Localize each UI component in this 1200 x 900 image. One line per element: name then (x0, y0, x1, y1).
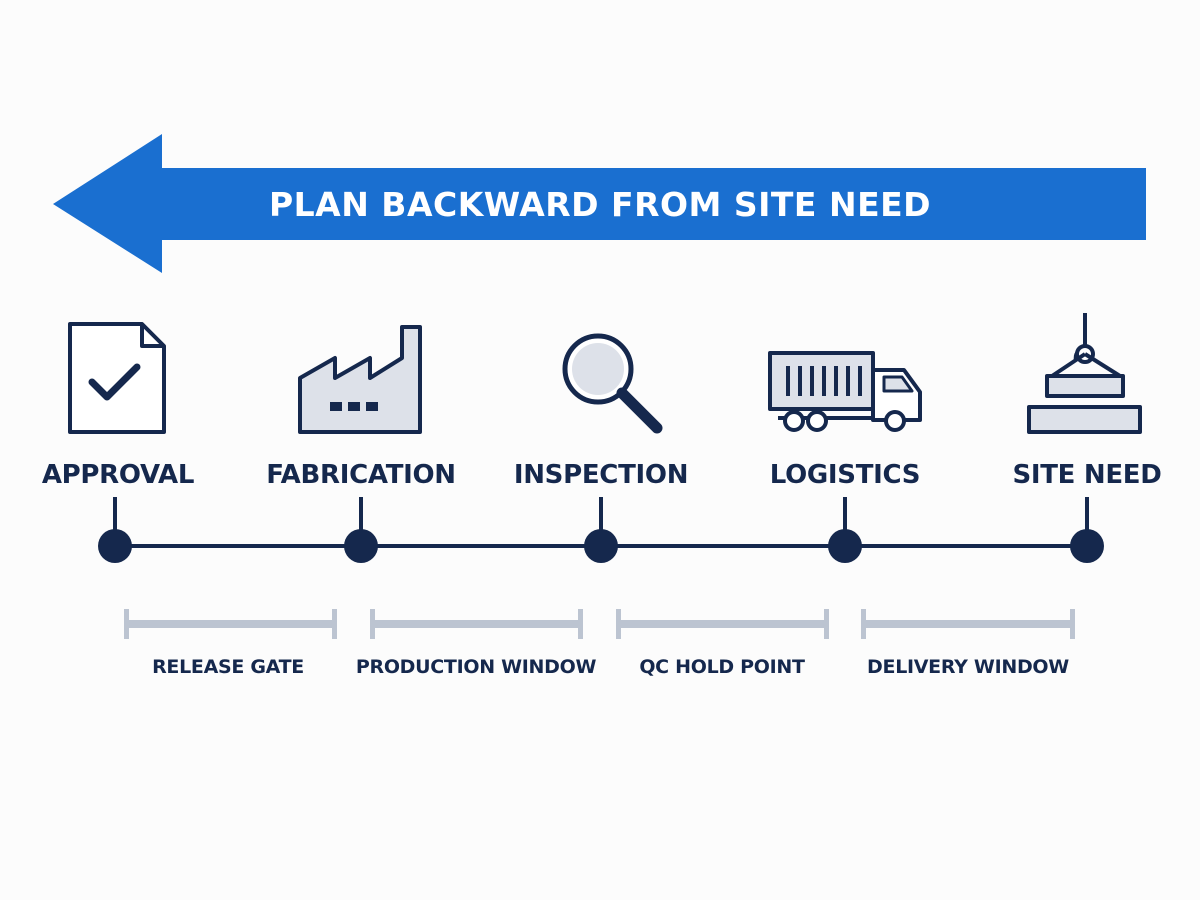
timeline-node (98, 529, 132, 563)
stage-label-logistics: LOGISTICS (770, 460, 920, 490)
crane-load-icon (1027, 313, 1142, 434)
banner-arrow: PLAN BACKWARD FROM SITE NEED (53, 134, 1146, 273)
banner-text: PLAN BACKWARD FROM SITE NEED (269, 185, 931, 224)
stage-label-approval: APPROVAL (42, 460, 194, 490)
window-label-delivery-window: DELIVERY WINDOW (867, 656, 1069, 678)
window-bar-release-gate (124, 609, 337, 639)
banner-arrow-shape (53, 134, 1146, 273)
timeline-node (1070, 529, 1104, 563)
window-label-production-window: PRODUCTION WINDOW (356, 656, 597, 678)
timeline-node (584, 529, 618, 563)
timeline-node (828, 529, 862, 563)
stage-labels: APPROVAL FABRICATION INSPECTION LOGISTIC… (42, 460, 1162, 490)
window-label-release-gate: RELEASE GATE (152, 656, 304, 678)
timeline-node (344, 529, 378, 563)
document-check-icon (68, 322, 166, 434)
window-labels: RELEASE GATE PRODUCTION WINDOW QC HOLD P… (152, 656, 1070, 678)
window-bar-production-window (370, 609, 583, 639)
stage-label-fabrication: FABRICATION (266, 460, 456, 490)
window-bar-qc-hold-point (616, 609, 829, 639)
window-bar-delivery-window (861, 609, 1075, 639)
window-bars (124, 609, 1075, 639)
timeline (98, 497, 1104, 563)
magnifier-icon (562, 333, 663, 434)
window-label-qc-hold-point: QC HOLD POINT (639, 656, 805, 678)
truck-icon (768, 351, 922, 432)
stage-label-inspection: INSPECTION (514, 460, 688, 490)
factory-icon (298, 325, 422, 434)
stage-label-site-need: SITE NEED (1012, 460, 1161, 490)
